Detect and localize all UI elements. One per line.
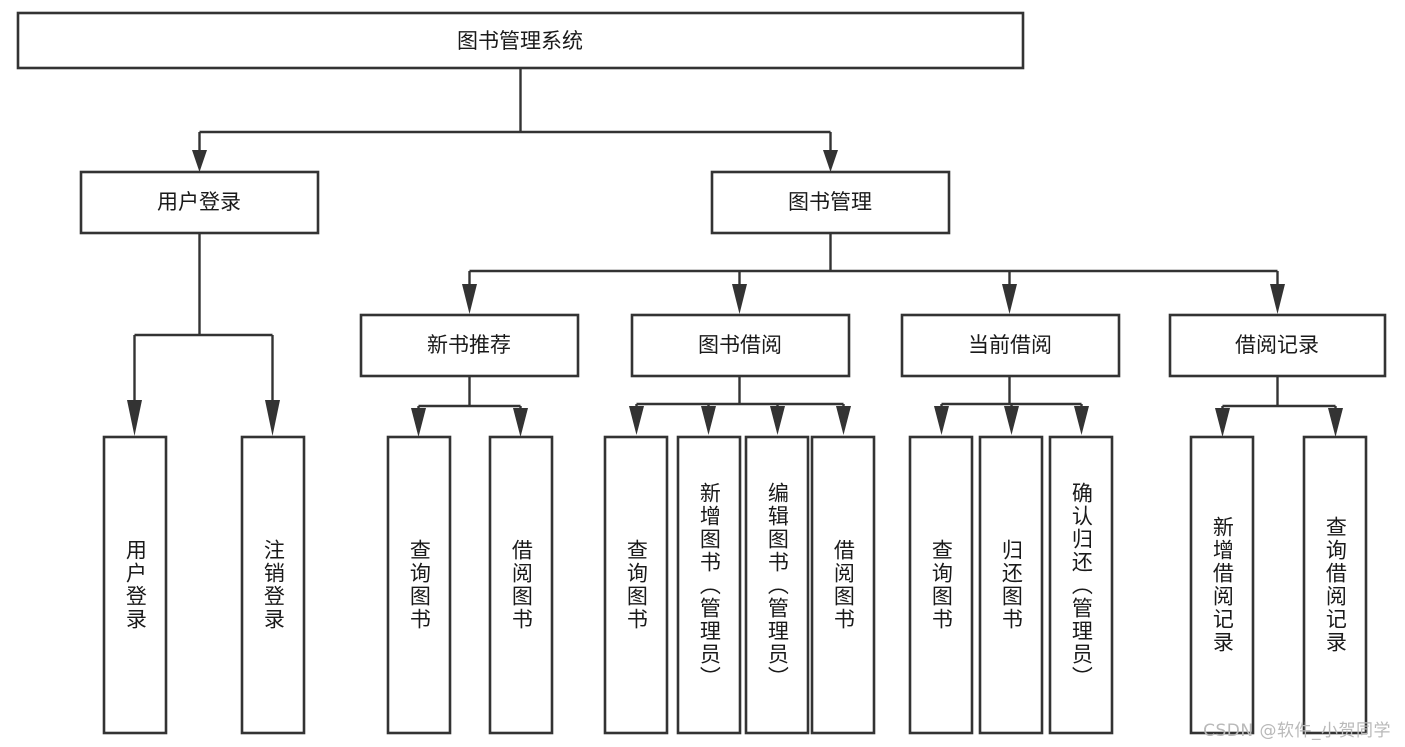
arrowhead-level2-2 (732, 284, 747, 314)
leaf-box-book-borrow-1[interactable] (676, 435, 742, 735)
leaf-box-book-borrow-0[interactable] (603, 435, 669, 735)
leaf-box-book-borrow-3[interactable] (810, 435, 876, 735)
arrowhead-currentborrow-leaf-2 (1004, 406, 1019, 435)
label-layer: 图书管理系统 用户登录 图书管理 新书推荐 图书借阅 当前借阅 借阅记录 (157, 29, 1319, 357)
arrowhead-currentborrow-leaf-3 (1074, 406, 1089, 435)
arrowhead-currentborrow-leaf-1 (934, 406, 949, 435)
leaf-box-new-book-0[interactable] (386, 435, 452, 735)
arrowhead-level2-4 (1270, 284, 1285, 314)
arrowhead-bookborrow-leaf-2 (701, 406, 716, 435)
label-new-book-recommend: 新书推荐 (427, 333, 511, 357)
connector-layer (127, 68, 1343, 437)
node-borrow-record[interactable] (1168, 313, 1387, 378)
label-book-management: 图书管理 (788, 190, 872, 214)
node-layer (16, 11, 1387, 735)
arrowhead-bookborrow-leaf-3 (770, 406, 785, 435)
arrowhead-newbook-leaf-1 (411, 408, 426, 437)
node-user-login[interactable] (79, 170, 320, 235)
node-new-book-recommend[interactable] (359, 313, 580, 378)
node-root-book-management-system[interactable] (16, 11, 1025, 70)
leaf-box-current-borrow-2[interactable] (1048, 435, 1114, 735)
label-current-borrow: 当前借阅 (968, 333, 1052, 357)
arrowhead-newbook-leaf-2 (513, 408, 528, 437)
leaf-box-new-book-1[interactable] (488, 435, 554, 735)
arrowhead-user-login (192, 150, 207, 172)
leaf-box-current-borrow-0[interactable] (908, 435, 974, 735)
label-book-borrow: 图书借阅 (698, 333, 782, 357)
arrowhead-borrowrecord-leaf-2 (1328, 408, 1343, 437)
leaf-box-current-borrow-1[interactable] (978, 435, 1044, 735)
node-book-borrow[interactable] (630, 313, 851, 378)
arrowhead-borrowrecord-leaf-1 (1215, 408, 1230, 437)
node-current-borrow[interactable] (900, 313, 1121, 378)
arrowhead-level2-3 (1002, 284, 1017, 314)
csdn-watermark: CSDN @软件_小贺同学 (1203, 721, 1391, 741)
leaf-box-user-login-0[interactable] (102, 435, 168, 735)
arrowhead-userlogin-leaf-2 (265, 400, 280, 436)
leaf-box-book-borrow-2[interactable] (744, 435, 810, 735)
arrowhead-userlogin-leaf-1 (127, 400, 142, 436)
arrowhead-bookborrow-leaf-1 (629, 406, 644, 435)
leaf-box-user-login-1[interactable] (240, 435, 306, 735)
label-user-login: 用户登录 (157, 190, 241, 214)
label-borrow-record: 借阅记录 (1235, 333, 1319, 357)
leaf-box-borrow-record-0[interactable] (1189, 435, 1255, 735)
arrowhead-book-manage (823, 150, 838, 172)
label-root: 图书管理系统 (457, 29, 583, 53)
node-book-management[interactable] (710, 170, 951, 235)
leaf-box-borrow-record-1[interactable] (1302, 435, 1368, 735)
arrowhead-bookborrow-leaf-4 (836, 406, 851, 435)
arrowhead-level2-1 (462, 284, 477, 314)
